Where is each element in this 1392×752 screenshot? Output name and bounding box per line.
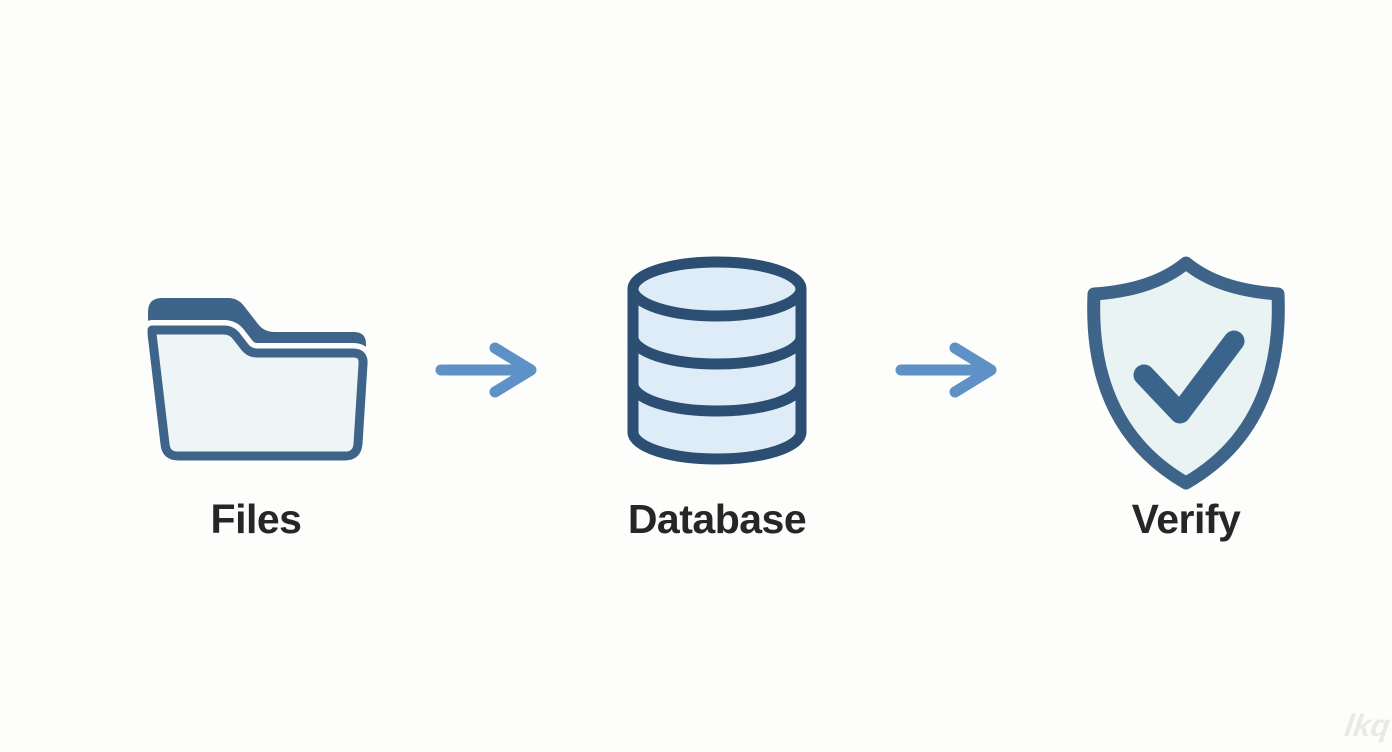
node-database: Database xyxy=(587,250,847,560)
folder-icon xyxy=(142,298,374,465)
node-label-database: Database xyxy=(627,496,807,542)
shield-check-icon xyxy=(1087,256,1285,490)
database-icon xyxy=(627,256,807,465)
node-verify: Verify xyxy=(1054,250,1318,560)
node-label-files: Files xyxy=(210,496,302,542)
watermark: lkq xyxy=(1342,708,1392,743)
node-files: Files xyxy=(124,250,388,560)
arrow-right-icon xyxy=(435,342,537,398)
arrow-right-icon xyxy=(895,342,997,398)
node-label-verify: Verify xyxy=(1131,496,1241,542)
